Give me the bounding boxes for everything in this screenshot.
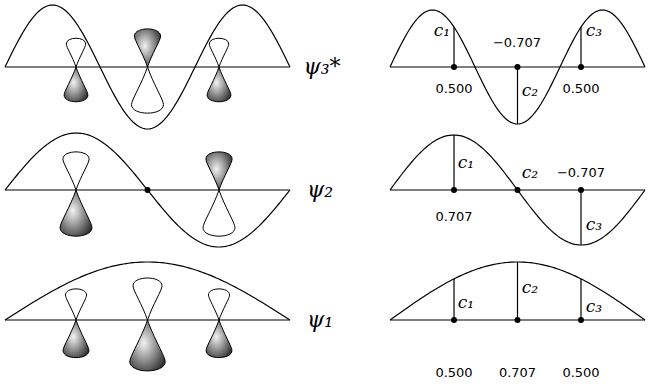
- atom-dot: [451, 317, 457, 323]
- coefficient-symbol: c₂: [520, 81, 540, 100]
- shaded-lobe: [130, 320, 165, 371]
- wave-envelope: [5, 5, 290, 129]
- coefficient-line: [453, 27, 454, 67]
- coefficient-symbol: c₁: [432, 21, 452, 40]
- shaded-lobe: [134, 29, 160, 67]
- wave-envelope: [390, 10, 645, 124]
- coefficient-value: 0.500: [433, 81, 474, 96]
- coefficient-line: [580, 27, 581, 67]
- coefficient-symbol: c₂: [520, 278, 540, 297]
- atom-dot: [451, 187, 457, 193]
- coefficient-line: [453, 135, 454, 190]
- orbital-name: ψ₁: [305, 308, 335, 332]
- wave-envelope: [390, 135, 645, 245]
- coefficient-value: 0.707: [433, 209, 474, 224]
- orbital-name: ψ₂: [305, 178, 335, 202]
- coefficient-symbol: c₃: [584, 215, 604, 234]
- orbital-name: ψ₃*: [301, 55, 342, 79]
- coefficient-symbol: c₁: [456, 293, 476, 312]
- atom-dot: [451, 64, 457, 70]
- shaded-lobe: [60, 190, 92, 236]
- coefficient-symbol: c₃: [584, 21, 604, 40]
- white-lobe: [65, 289, 86, 320]
- atom-dot: [515, 64, 521, 70]
- white-lobe: [63, 152, 89, 190]
- white-lobe: [66, 38, 86, 67]
- coefficient-value: −0.707: [491, 35, 543, 50]
- white-lobe: [209, 38, 229, 67]
- coefficient-symbol: c₁: [456, 153, 476, 172]
- node-dot: [145, 187, 151, 193]
- coefficient-line: [517, 67, 518, 124]
- coefficient-line: [580, 279, 581, 320]
- atom-dot: [578, 187, 584, 193]
- coefficient-value: 0.500: [433, 365, 474, 380]
- atom-dot: [515, 187, 521, 193]
- wave-envelope: [5, 262, 290, 320]
- atom-dot: [515, 317, 521, 323]
- shaded-lobe: [207, 67, 231, 102]
- coefficient-value: 0.500: [560, 81, 601, 96]
- white-lobe: [208, 289, 229, 320]
- atom-dot: [578, 317, 584, 323]
- coefficient-value: 0.500: [560, 365, 601, 380]
- wave-envelope: [390, 262, 645, 320]
- coefficient-symbol: c₃: [584, 297, 604, 316]
- shaded-lobe: [206, 152, 232, 190]
- coefficient-symbol: c₂: [520, 163, 540, 182]
- coefficient-value: 0.707: [497, 365, 538, 380]
- white-lobe: [133, 278, 162, 320]
- shaded-lobe: [64, 67, 88, 102]
- white-lobe: [132, 67, 164, 113]
- coefficient-line: [580, 190, 581, 245]
- shaded-lobe: [63, 320, 89, 358]
- coefficient-value: −0.707: [555, 165, 607, 180]
- atom-dot: [578, 64, 584, 70]
- wave-envelope: [5, 133, 290, 247]
- white-lobe: [203, 190, 235, 236]
- coefficient-line: [517, 262, 518, 320]
- coefficient-line: [453, 279, 454, 320]
- shaded-lobe: [206, 320, 232, 358]
